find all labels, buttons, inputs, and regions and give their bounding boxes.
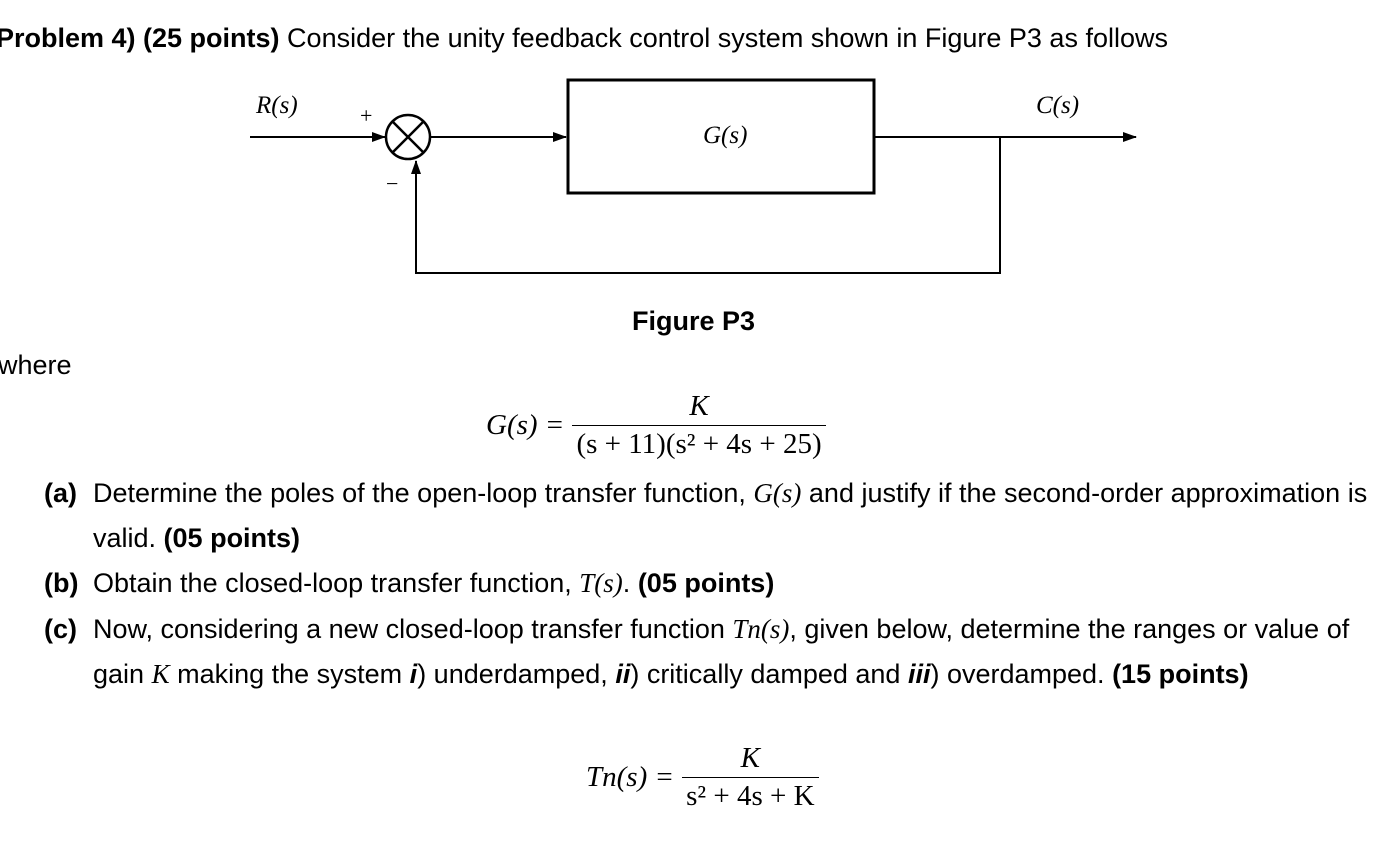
equation-g-numerator: K [689, 390, 709, 422]
equation-tn-fraction: K s² + 4s + K [682, 742, 819, 813]
minus-sign: − [386, 171, 398, 196]
problem-title: Problem 4) (25 points) [0, 23, 280, 53]
equation-g-lhs: G(s) = [486, 409, 565, 441]
equation-tn: Tn(s) = K s² + 4s + K [586, 742, 819, 813]
part-c-math-k: K [151, 659, 170, 689]
equation-tn-denominator: s² + 4s + K [682, 777, 819, 813]
problem-header: Problem 4) (25 points) Consider the unit… [0, 22, 1168, 54]
output-label: C(s) [1036, 92, 1079, 119]
part-a-text: Determine the poles of the open-loop tra… [93, 478, 1368, 553]
part-a-points: (05 points) [163, 523, 301, 553]
part-b-math: T(s) [579, 568, 623, 598]
equation-g-fraction: K (s + 11)(s² + 4s + 25) [572, 390, 826, 461]
summing-junction [384, 113, 432, 161]
equation-g: G(s) = K (s + 11)(s² + 4s + 25) [486, 390, 826, 461]
block-label: G(s) [703, 122, 747, 149]
part-a-label: (a) [44, 478, 77, 508]
figure-caption: Figure P3 [632, 306, 756, 336]
part-c-label: (c) [44, 614, 77, 644]
input-label: R(s) [255, 92, 298, 119]
equation-g-denominator: (s + 11)(s² + 4s + 25) [572, 425, 826, 461]
problem-intro: Consider the unity feedback control syst… [279, 23, 1168, 53]
plus-sign: + [360, 103, 372, 128]
part-b-text: Obtain the closed-loop transfer function… [93, 568, 775, 598]
equation-tn-numerator: K [740, 742, 760, 774]
part-c-math-tn: Tn(s) [732, 614, 790, 644]
part-a-math: G(s) [753, 478, 802, 508]
part-c-text: Now, considering a new closed-loop trans… [93, 614, 1350, 689]
feedback-path [411, 137, 1001, 274]
part-c-points: (15 points) [1112, 659, 1249, 689]
equation-tn-lhs: Tn(s) = [586, 761, 675, 793]
part-b-label: (b) [44, 568, 79, 598]
block-diagram: R(s) C(s) G(s) + − [250, 78, 1137, 274]
part-b-points: (05 points) [637, 568, 775, 598]
where-text: where [0, 350, 72, 380]
